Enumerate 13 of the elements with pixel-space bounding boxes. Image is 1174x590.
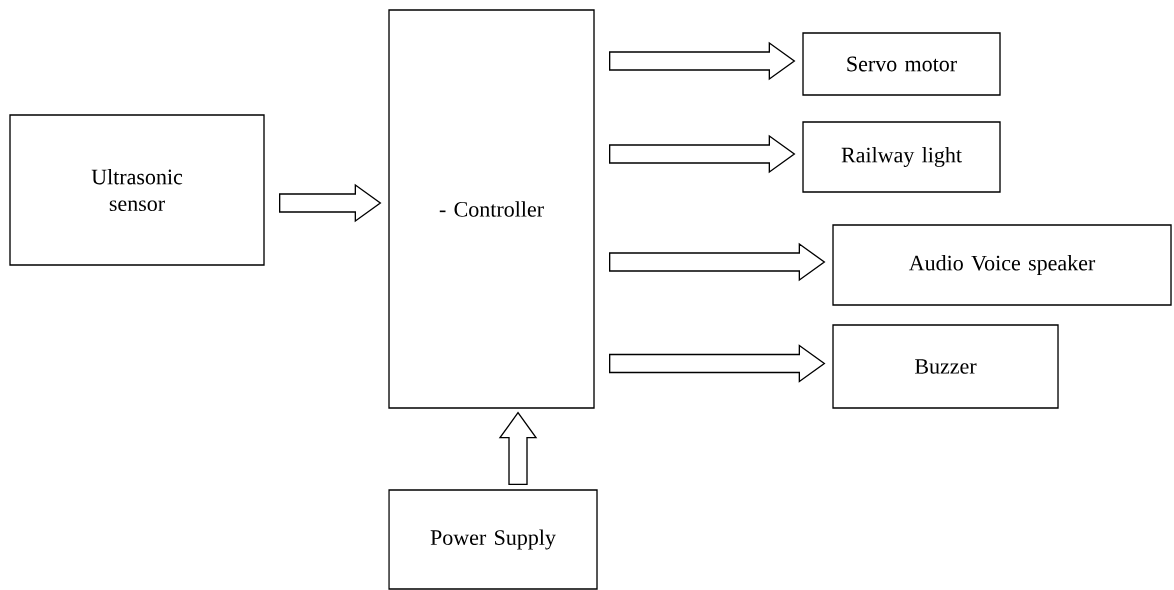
block-box: Audio Voice speaker — [832, 224, 1172, 306]
block-box: Buzzer — [832, 324, 1059, 409]
block-arrow — [609, 242, 826, 282]
block-arrow — [609, 134, 796, 174]
block-box: Railway light — [802, 121, 1001, 193]
block-box: Ultrasonic sensor — [9, 114, 265, 266]
block-arrow — [609, 41, 796, 81]
block-arrow — [609, 344, 826, 383]
block-arrow — [498, 411, 538, 485]
block-box: - Controller — [388, 9, 595, 409]
block-arrow — [279, 183, 382, 223]
block-box: Servo motor — [802, 32, 1001, 96]
block-box: Power Supply — [388, 489, 598, 590]
